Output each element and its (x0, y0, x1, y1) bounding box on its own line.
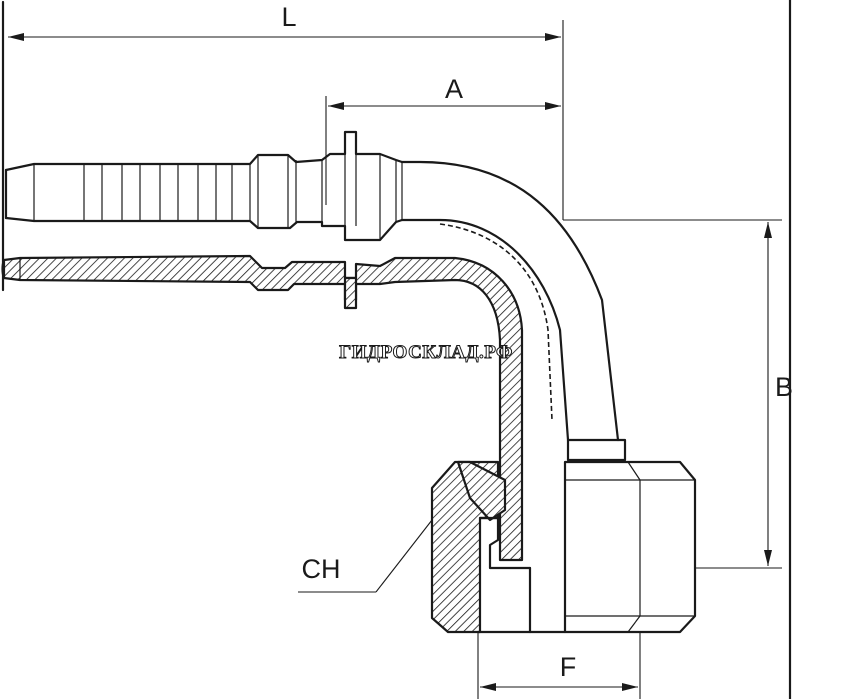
ch-leader: CH (298, 519, 433, 593)
hose-tail (4, 130, 404, 242)
dimension-a: A (325, 74, 561, 205)
ch-label: CH (302, 554, 341, 584)
watermark: ГИДРОСКЛАД.РФ (339, 342, 513, 363)
dimension-b: B (563, 219, 793, 569)
section-view (1, 254, 524, 562)
dimension-f-label: F (560, 652, 577, 682)
swivel-nut (430, 460, 567, 634)
dimension-l: L (8, 2, 564, 220)
nut-hex (563, 460, 697, 634)
dimension-a-label: A (445, 74, 463, 104)
dimension-b-label: B (775, 372, 793, 402)
bent-tube (400, 160, 627, 462)
dimension-f: F (477, 632, 641, 699)
drawing-border (1, 0, 792, 699)
dimension-l-label: L (281, 2, 296, 32)
